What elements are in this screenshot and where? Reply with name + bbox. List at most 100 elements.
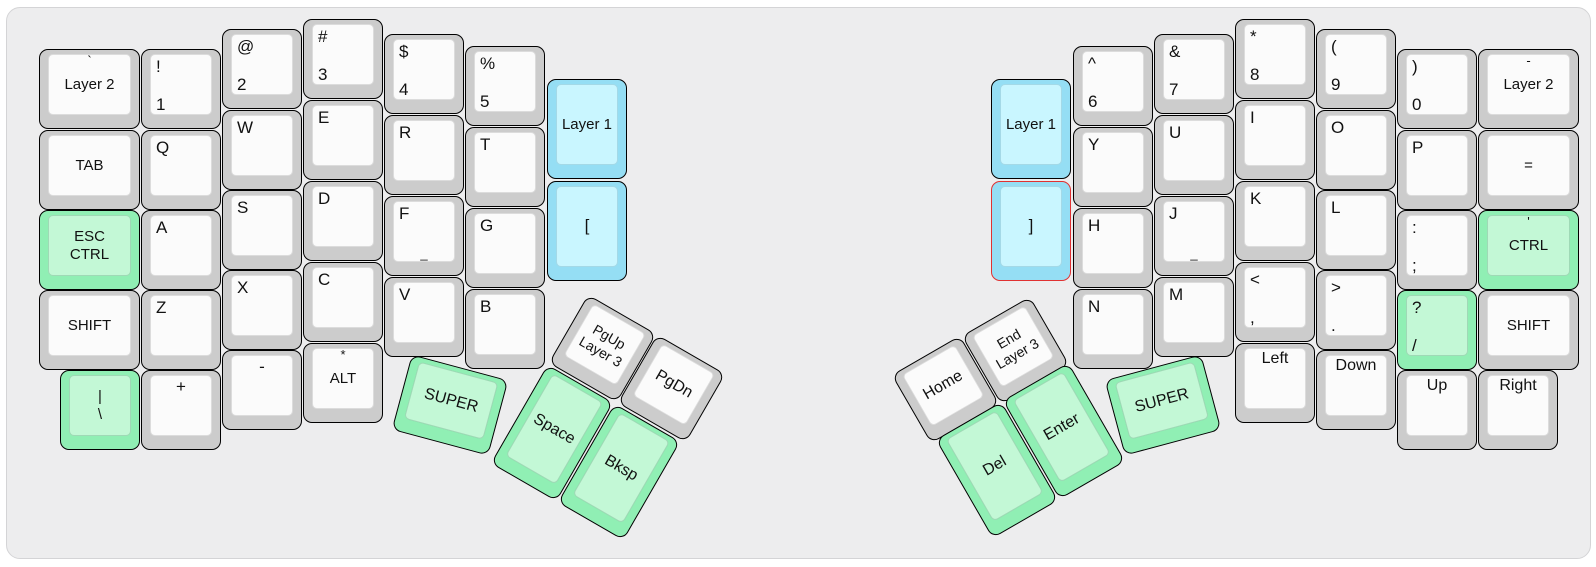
key-grave-layer2[interactable]: `Layer 2 <box>39 49 140 129</box>
key-g[interactable]: G <box>465 208 545 288</box>
key-hash-3[interactable]: #3 <box>303 19 383 99</box>
key-q[interactable]: Q <box>141 130 221 210</box>
key-h[interactable]: H <box>1073 208 1153 288</box>
key-layer1-right[interactable]: Layer 1 <box>991 79 1071 179</box>
key-arrow-up[interactable]: Up <box>1397 370 1477 450</box>
key-m[interactable]: M <box>1154 277 1234 357</box>
key-equals-label: = <box>1524 156 1533 174</box>
key-percent-5-label: % <box>480 54 496 73</box>
key-percent-5[interactable]: %5 <box>465 46 545 126</box>
key-at-2[interactable]: @2 <box>222 29 302 109</box>
key-dash-layer2[interactable]: -Layer 2 <box>1478 49 1579 129</box>
key-pgup-layer3-top: PgUp Layer 3 <box>562 302 646 386</box>
key-e[interactable]: E <box>303 100 383 180</box>
key-quote-ctrl[interactable]: 'CTRL <box>1478 210 1579 290</box>
key-shift-right-top: SHIFT <box>1487 295 1570 356</box>
key-l[interactable]: L <box>1316 190 1396 270</box>
key-x-label: X <box>237 278 249 297</box>
key-layer1-right-top: Layer 1 <box>1000 84 1062 165</box>
key-c[interactable]: C <box>303 262 383 342</box>
key-ampersand-7-label: 7 <box>1169 80 1179 99</box>
key-pipe-backslash[interactable]: | \ <box>60 370 140 450</box>
key-shift-left-label: SHIFT <box>67 316 112 334</box>
key-super-right-top: SUPER <box>1114 361 1210 440</box>
key-end-layer3-label: End Layer 3 <box>992 325 1041 372</box>
key-shift-right-label: SHIFT <box>1506 316 1551 334</box>
key-asterisk-alt[interactable]: *ALT <box>303 343 383 423</box>
key-left-bracket[interactable]: [ <box>547 181 627 281</box>
key-k[interactable]: K <box>1235 181 1315 261</box>
key-arrow-down[interactable]: Down <box>1316 350 1396 430</box>
key-lessthan-comma[interactable]: <, <box>1235 262 1315 342</box>
key-o[interactable]: O <box>1316 110 1396 190</box>
key-t[interactable]: T <box>465 127 545 207</box>
key-dollar-4[interactable]: $4 <box>384 34 464 114</box>
key-layer1-left[interactable]: Layer 1 <box>547 79 627 179</box>
key-v[interactable]: V <box>384 277 464 357</box>
key-q-top: Q <box>150 135 212 196</box>
key-right-bracket[interactable]: ] <box>991 181 1071 281</box>
key-arrow-down-top: Down <box>1325 355 1387 416</box>
key-question-slash-label: ? <box>1412 298 1422 317</box>
key-y[interactable]: Y <box>1073 127 1153 207</box>
key-f[interactable]: F_ <box>384 196 464 276</box>
key-minus-top: - <box>231 355 293 416</box>
key-minus[interactable]: - <box>222 350 302 430</box>
key-plus[interactable]: + <box>141 370 221 450</box>
key-question-slash[interactable]: ?/ <box>1397 290 1477 370</box>
key-space-label: Space <box>530 410 579 448</box>
key-a[interactable]: A <box>141 210 221 290</box>
key-equals[interactable]: = <box>1478 130 1579 210</box>
key-exclam-1-top: !1 <box>150 54 212 115</box>
key-rparen-0[interactable]: )0 <box>1397 49 1477 129</box>
key-j[interactable]: J_ <box>1154 196 1234 276</box>
key-o-label: O <box>1331 118 1345 137</box>
key-r[interactable]: R <box>384 115 464 195</box>
key-shift-left[interactable]: SHIFT <box>39 290 140 370</box>
key-colon-semicolon[interactable]: :; <box>1397 210 1477 290</box>
key-d[interactable]: D <box>303 181 383 261</box>
key-b[interactable]: B <box>465 289 545 369</box>
key-x[interactable]: X <box>222 270 302 350</box>
key-u-top: U <box>1163 120 1225 181</box>
key-rparen-0-top: )0 <box>1406 54 1468 115</box>
key-layer1-left-top: Layer 1 <box>556 84 618 165</box>
key-v-label: V <box>399 285 411 304</box>
key-tab-top: TAB <box>48 135 131 196</box>
key-greaterthan-period[interactable]: >. <box>1316 270 1396 350</box>
key-u[interactable]: U <box>1154 115 1234 195</box>
key-a-top: A <box>150 215 212 276</box>
key-super-left-top: SUPER <box>403 361 499 440</box>
key-exclam-1[interactable]: !1 <box>141 49 221 129</box>
key-s-label: S <box>237 198 249 217</box>
key-p[interactable]: P <box>1397 130 1477 210</box>
key-layer1-right-label: Layer 1 <box>1005 115 1057 133</box>
key-pipe-backslash-label: | \ <box>97 387 103 423</box>
key-at-2-top: @2 <box>231 34 293 95</box>
key-dash-layer2-top: -Layer 2 <box>1487 54 1570 115</box>
key-home-label: Home <box>919 366 966 404</box>
key-shift-right[interactable]: SHIFT <box>1478 290 1579 370</box>
key-tab[interactable]: TAB <box>39 130 140 210</box>
key-z[interactable]: Z <box>141 290 221 370</box>
key-caret-6[interactable]: ^6 <box>1073 46 1153 126</box>
key-i[interactable]: I <box>1235 100 1315 180</box>
key-m-top: M <box>1163 282 1225 343</box>
key-n[interactable]: N <box>1073 289 1153 369</box>
key-dollar-4-top: $4 <box>393 39 455 100</box>
key-esc-ctrl[interactable]: ESC CTRL <box>39 210 140 290</box>
key-super-right[interactable]: SUPER <box>1104 354 1222 456</box>
key-i-top: I <box>1244 105 1306 166</box>
key-arrow-left[interactable]: Left <box>1235 343 1315 423</box>
key-caret-6-label: ^ <box>1088 54 1096 73</box>
key-asterisk-8[interactable]: *8 <box>1235 19 1315 99</box>
key-ampersand-7[interactable]: &7 <box>1154 34 1234 114</box>
key-s[interactable]: S <box>222 190 302 270</box>
key-lparen-9-label: 9 <box>1331 75 1341 94</box>
key-arrow-right[interactable]: Right <box>1478 370 1558 450</box>
key-question-slash-top: ?/ <box>1406 295 1468 356</box>
key-super-left[interactable]: SUPER <box>391 354 509 456</box>
key-lparen-9[interactable]: (9 <box>1316 29 1396 109</box>
key-w[interactable]: W <box>222 110 302 190</box>
